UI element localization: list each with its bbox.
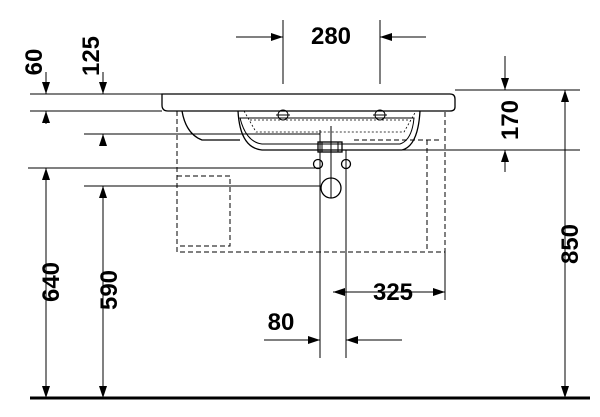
dim-170: 170	[497, 56, 524, 172]
dim-label-280: 280	[311, 23, 351, 50]
vanity-unit-outline	[176, 111, 446, 253]
dim-125: 125	[78, 36, 107, 146]
dim-label-850: 850	[557, 224, 584, 264]
dim-280: 280	[236, 23, 426, 50]
dim-325: 325	[333, 279, 445, 306]
dim-label-640: 640	[38, 262, 65, 302]
dim-60: 60	[21, 49, 50, 124]
dim-label-170: 170	[497, 100, 524, 140]
dim-640: 640	[38, 168, 65, 398]
dim-label-325: 325	[373, 279, 413, 306]
dim-590: 590	[96, 186, 123, 398]
dim-850: 850	[557, 90, 584, 398]
dim-label-125: 125	[78, 36, 105, 76]
dim-label-590: 590	[96, 270, 123, 310]
waste-outlet	[312, 126, 352, 358]
washbasin-body	[161, 93, 456, 153]
dim-label-80: 80	[268, 309, 295, 336]
dim-label-60: 60	[21, 49, 48, 76]
dim-80: 80	[264, 309, 402, 344]
reference-lines	[28, 20, 580, 300]
